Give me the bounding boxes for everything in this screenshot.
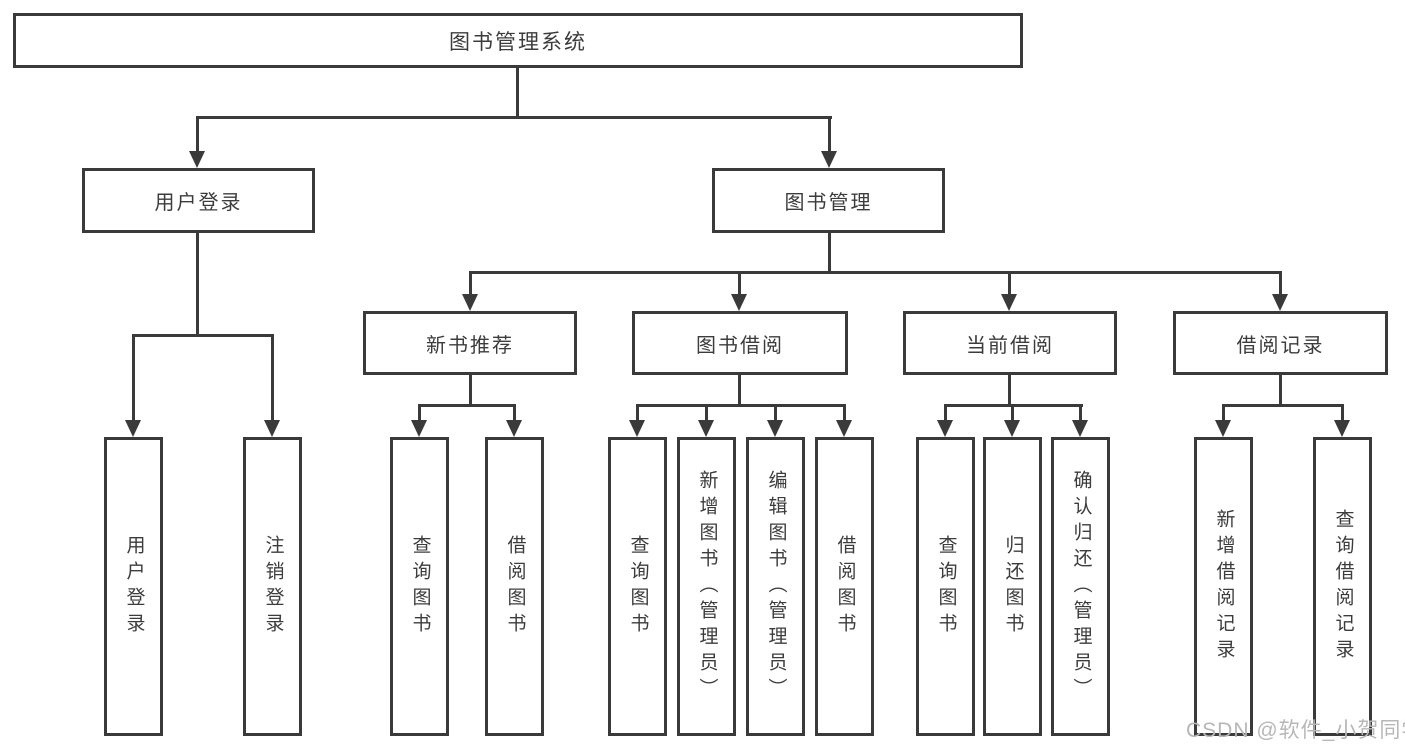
connector-line — [418, 404, 516, 407]
connector-line — [738, 272, 741, 296]
connector-line — [738, 375, 741, 407]
node-new-book-recommendation-label: 新书推荐 — [426, 334, 514, 357]
node-borrowing-records: 借阅记录 — [1173, 311, 1388, 375]
connector-line — [196, 233, 199, 336]
node-user-login: 用户登录 — [82, 168, 315, 233]
leaf-query-books-borrowing-label: 查询图书 — [627, 534, 649, 639]
connector-line — [1008, 272, 1011, 296]
leaf-add-borrow-record: 新增借阅记录 — [1194, 437, 1253, 736]
leaf-query-books-recommend-label: 查询图书 — [409, 534, 431, 639]
leaf-edit-books-admin: 编辑图书（管理员） — [746, 437, 805, 736]
leaf-add-borrow-record-label: 新增借阅记录 — [1213, 508, 1235, 665]
node-user-login-label: 用户登录 — [154, 192, 243, 214]
node-new-book-recommendation: 新书推荐 — [363, 311, 577, 375]
connector-line — [1079, 405, 1082, 422]
leaf-logout-login-label: 注销登录 — [262, 534, 284, 639]
connector-line — [944, 405, 947, 422]
node-book-borrowing-label: 图书借阅 — [696, 334, 784, 357]
arrow-head — [1334, 420, 1350, 437]
node-library-system: 图书管理系统 — [13, 13, 1023, 68]
connector-line — [843, 405, 846, 422]
node-current-borrowing-label: 当前借阅 — [966, 334, 1054, 357]
connector-line — [132, 334, 274, 337]
connector-line — [1008, 375, 1011, 407]
connector-line — [196, 117, 199, 153]
leaf-confirm-return-admin-label: 确认归还（管理员） — [1070, 469, 1092, 704]
connector-line — [271, 335, 274, 422]
connector-line — [1341, 405, 1344, 422]
connector-line — [1279, 375, 1282, 407]
arrow-head — [821, 151, 837, 168]
arrow-head — [1004, 420, 1020, 437]
leaf-query-borrow-record-label: 查询借阅记录 — [1332, 508, 1354, 665]
leaf-return-books: 归还图书 — [983, 437, 1042, 736]
leaf-query-books-current: 查询图书 — [916, 437, 975, 736]
connector-line — [1222, 405, 1225, 422]
arrow-head — [411, 420, 427, 437]
leaf-add-books-admin: 新增图书（管理员） — [677, 437, 736, 736]
connector-line — [1011, 405, 1014, 422]
arrow-head — [189, 151, 205, 168]
connector-line — [705, 405, 708, 422]
arrow-head — [731, 294, 747, 311]
arrow-head — [1001, 294, 1017, 311]
connector-line — [1222, 404, 1344, 407]
arrow-head — [1215, 420, 1231, 437]
leaf-add-books-admin-label: 新增图书（管理员） — [696, 469, 718, 704]
node-borrowing-records-label: 借阅记录 — [1236, 334, 1325, 357]
leaf-user-login: 用户登录 — [104, 437, 163, 736]
connector-line — [469, 271, 1282, 274]
leaf-query-borrow-record: 查询借阅记录 — [1313, 437, 1372, 736]
connector-line — [516, 68, 519, 118]
leaf-borrow-books-recommend: 借阅图书 — [485, 437, 544, 736]
connector-line — [418, 405, 421, 422]
connector-line — [469, 272, 472, 296]
arrow-head — [506, 420, 522, 437]
connector-line — [828, 117, 831, 153]
arrow-head — [1272, 294, 1288, 311]
arrow-head — [1072, 420, 1088, 437]
arrow-head — [698, 420, 714, 437]
connector-line — [196, 116, 832, 119]
leaf-query-books-recommend: 查询图书 — [390, 437, 449, 736]
arrow-head — [264, 420, 280, 437]
leaf-confirm-return-admin: 确认归还（管理员） — [1051, 437, 1110, 736]
arrow-head — [767, 420, 783, 437]
arrow-head — [125, 420, 141, 437]
connector-line — [132, 335, 135, 422]
leaf-edit-books-admin-label: 编辑图书（管理员） — [765, 469, 787, 704]
arrow-head — [937, 420, 953, 437]
leaf-logout-login: 注销登录 — [243, 437, 302, 736]
connector-line — [774, 405, 777, 422]
leaf-borrow-books-recommend-label: 借阅图书 — [504, 534, 526, 639]
watermark-text: CSDN @软件_小贺同学 — [1186, 719, 1405, 742]
arrow-head — [462, 294, 478, 311]
connector-line — [636, 404, 846, 407]
leaf-borrow-books-label: 借阅图书 — [834, 534, 856, 639]
node-current-borrowing: 当前借阅 — [903, 311, 1117, 375]
leaf-borrow-books: 借阅图书 — [815, 437, 874, 736]
node-book-management: 图书管理 — [712, 168, 945, 233]
leaf-user-login-label: 用户登录 — [123, 534, 145, 639]
node-book-borrowing: 图书借阅 — [632, 311, 848, 375]
node-book-management-label: 图书管理 — [784, 192, 873, 214]
connector-line — [513, 405, 516, 422]
arrow-head — [836, 420, 852, 437]
arrow-head — [629, 420, 645, 437]
connector-line — [469, 375, 472, 407]
connector-line — [1279, 272, 1282, 296]
leaf-return-books-label: 归还图书 — [1002, 534, 1024, 639]
connector-line — [828, 233, 831, 274]
node-library-system-label: 图书管理系统 — [449, 30, 587, 54]
leaf-query-books-current-label: 查询图书 — [935, 534, 957, 639]
leaf-query-books-borrowing: 查询图书 — [608, 437, 667, 736]
connector-line — [636, 405, 639, 422]
